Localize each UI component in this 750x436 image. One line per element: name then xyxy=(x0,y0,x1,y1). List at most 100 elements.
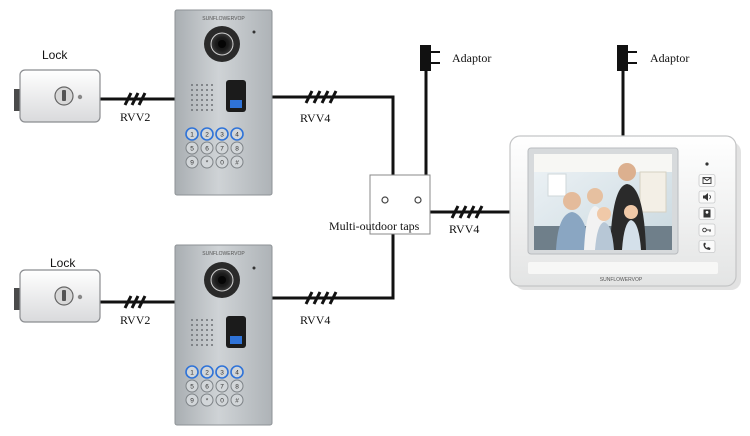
grille-hole xyxy=(206,344,208,346)
taps-port-right xyxy=(414,196,422,204)
panel-bottom-speaker-grille xyxy=(191,319,213,346)
envelope-icon xyxy=(698,174,716,187)
panel-top-body xyxy=(174,9,273,196)
keypad-key xyxy=(200,365,214,379)
monitor-brand: SUNFLOWERVOP xyxy=(600,277,643,283)
adaptor-taps-label: Adaptor xyxy=(452,51,491,65)
grille-hole xyxy=(201,344,203,346)
grille-hole xyxy=(206,94,208,96)
keypad-key-label: 0 xyxy=(220,160,224,167)
keypad-key-label: 8 xyxy=(235,384,239,391)
keypad-key xyxy=(200,141,214,155)
keypad-key-label: 7 xyxy=(220,384,224,391)
keypad-key-label: * xyxy=(206,398,209,405)
grille-hole xyxy=(196,84,198,86)
grille-hole xyxy=(211,324,213,326)
lock-bottom-plate xyxy=(14,288,22,310)
grille-hole xyxy=(211,99,213,101)
grille-hole xyxy=(196,319,198,321)
grille-hole xyxy=(196,89,198,91)
grille-hole xyxy=(196,344,198,346)
lock-top-screw xyxy=(77,94,83,100)
keypad-key-label: 8 xyxy=(235,146,239,153)
keypad-key-label: 5 xyxy=(190,146,194,153)
panel-top-speaker-grille xyxy=(191,84,213,111)
grille-hole xyxy=(191,104,193,106)
grille-hole xyxy=(211,84,213,86)
keypad-key xyxy=(185,379,199,393)
keypad-key xyxy=(215,127,229,141)
key-icon xyxy=(698,223,716,237)
cable-marks xyxy=(123,90,484,309)
grille-hole xyxy=(211,339,213,341)
keypad-key-label: 6 xyxy=(205,384,209,391)
grille-hole xyxy=(191,329,193,331)
grille-hole xyxy=(191,84,193,86)
grille-hole xyxy=(201,329,203,331)
keypad-key-label: 9 xyxy=(190,398,194,405)
grille-hole xyxy=(206,84,208,86)
grille-hole xyxy=(206,329,208,331)
grille-hole xyxy=(191,339,193,341)
grille-hole xyxy=(206,319,208,321)
photo-person-4 xyxy=(597,207,611,221)
panel-top-mic xyxy=(252,30,256,34)
lock-bottom-label: Lock xyxy=(50,256,76,270)
keypad-key-label: 2 xyxy=(205,370,209,377)
lock-top-plate xyxy=(14,89,22,111)
grille-hole xyxy=(211,94,213,96)
grille-hole xyxy=(201,319,203,321)
grille-hole xyxy=(206,109,208,111)
photo-person-2 xyxy=(618,163,636,181)
keypad-key xyxy=(185,393,199,407)
user-icon xyxy=(698,207,716,220)
photo-person-1 xyxy=(563,192,581,210)
cable-label-panel-top: RVV4 xyxy=(300,111,330,125)
grille-hole xyxy=(206,339,208,341)
grille-hole xyxy=(211,334,213,336)
multi-outdoor-taps: Multi-outdoor taps xyxy=(329,174,431,235)
lock-bottom-keyhole xyxy=(62,290,66,301)
keypad-key xyxy=(200,393,214,407)
keypad-key-label: 9 xyxy=(190,160,194,167)
grille-hole xyxy=(211,319,213,321)
grille-hole xyxy=(206,99,208,101)
keypad-key xyxy=(215,393,229,407)
monitor-buttons xyxy=(698,162,716,253)
cable-mark-lock-bottom xyxy=(123,295,147,309)
grille-hole xyxy=(196,324,198,326)
keypad-key-label: # xyxy=(235,160,239,167)
grille-hole xyxy=(201,104,203,106)
grille-hole xyxy=(191,334,193,336)
keypad-key xyxy=(215,141,229,155)
monitor-chin xyxy=(528,262,718,274)
grille-hole xyxy=(191,344,193,346)
grille-hole xyxy=(206,324,208,326)
adaptor-taps: Adaptor xyxy=(420,45,491,71)
keypad-key xyxy=(200,155,214,169)
adaptor-monitor-plug-icon xyxy=(617,45,628,71)
cable-mark-panel-top xyxy=(304,90,338,104)
taps-box xyxy=(369,174,431,235)
grille-hole xyxy=(206,104,208,106)
keypad-key xyxy=(230,127,244,141)
panel-top-camera-lens xyxy=(218,40,226,48)
panel-bottom-brand: SUNFLOWERVOP xyxy=(202,251,245,257)
grille-hole xyxy=(191,89,193,91)
wire-panel-top xyxy=(272,95,395,176)
keypad-key xyxy=(185,155,199,169)
grille-hole xyxy=(201,89,203,91)
keypad-key xyxy=(230,393,244,407)
lock-top-label: Lock xyxy=(42,48,68,62)
grille-hole xyxy=(196,104,198,106)
lock-bottom: Lock xyxy=(14,256,101,323)
grille-hole xyxy=(196,339,198,341)
grille-hole xyxy=(201,334,203,336)
adaptor-monitor: Adaptor xyxy=(617,45,689,71)
grille-hole xyxy=(196,94,198,96)
grille-hole xyxy=(196,99,198,101)
grille-hole xyxy=(201,324,203,326)
keypad-key-label: 0 xyxy=(220,398,224,405)
